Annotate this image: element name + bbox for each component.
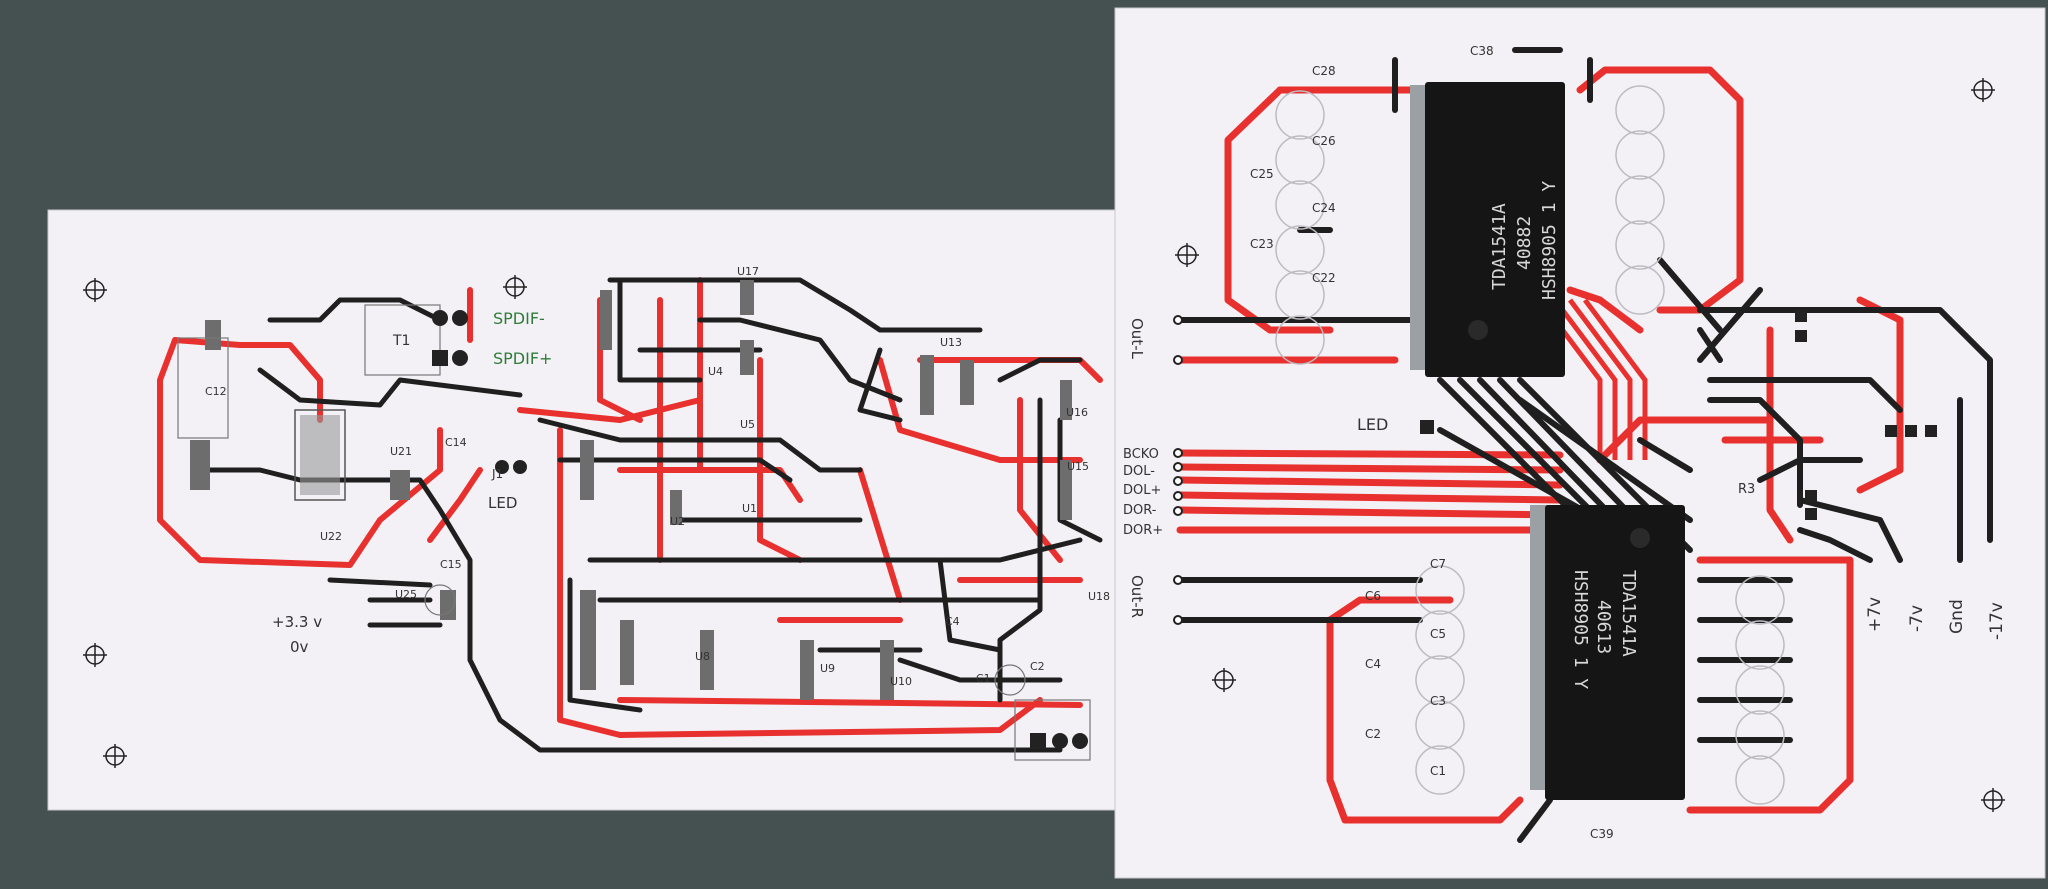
spdif-minus-label: SPDIF- <box>493 309 545 328</box>
c3-label: C3 <box>1430 694 1446 708</box>
gnd-label: Gnd <box>1947 599 1967 634</box>
red-bus-diagonal <box>1538 298 1648 460</box>
right-pcb-printout: TDA1541A 40882 HSH8905 1 Y TDA1541A 4061… <box>1114 7 2046 879</box>
chip-top-line2: 40882 <box>1514 216 1535 270</box>
chip-top-line1: TDA1541A <box>1489 203 1510 290</box>
spdif-connector-pads <box>432 310 1088 749</box>
dac-chip-top: TDA1541A 40882 HSH8905 1 Y <box>1410 82 1565 377</box>
c1-label: C1 <box>976 672 991 685</box>
u17-label: U17 <box>737 265 759 278</box>
chip-body <box>1425 82 1565 377</box>
u22-label: U22 <box>320 530 342 543</box>
c12-label: C12 <box>205 385 227 398</box>
chip-pin1-dot <box>1468 320 1488 340</box>
c38-label: C38 <box>1470 44 1494 58</box>
left-black-traces <box>197 277 1103 753</box>
c39-label: C39 <box>1590 827 1614 841</box>
out-r-label: Out-R <box>1128 575 1146 618</box>
c2-label: C2 <box>1365 727 1381 741</box>
c2-label: C2 <box>1030 660 1045 673</box>
c7-label: C7 <box>1430 557 1446 571</box>
u21-label: U21 <box>390 445 412 458</box>
c5-label: C5 <box>1430 627 1446 641</box>
chip-bottom-line2: 40613 <box>1593 600 1614 654</box>
dor-plus-label: DOR+ <box>1123 523 1163 538</box>
chip-bottom-line1: TDA1541A <box>1618 570 1639 657</box>
v33-label: +3.3 v <box>272 613 322 631</box>
out-l-label: Out-L <box>1128 318 1146 360</box>
u5-label: U5 <box>740 418 755 431</box>
t1-label: T1 <box>392 333 410 349</box>
mount-hole-icon <box>83 275 527 768</box>
u4-label: U4 <box>708 365 723 378</box>
power-connector-pads <box>1420 310 1937 520</box>
mount-hole-icon <box>1175 78 2005 812</box>
dol-plus-label: DOL+ <box>1123 483 1161 498</box>
left-pcb-printout: SPDIF- SPDIF+ T1 LED J1 +3.3 v 0v C12 C1… <box>47 209 1139 811</box>
u9-label: U9 <box>820 662 835 675</box>
capacitor-footprints <box>1275 85 1785 805</box>
c14-label: C14 <box>445 436 467 449</box>
j1-label: J1 <box>491 467 503 481</box>
u1-label: U1 <box>742 502 757 515</box>
v-minus17-label: -17v <box>1987 602 2007 640</box>
u15-label: U15 <box>1067 460 1089 473</box>
c23-label: C23 <box>1250 237 1274 251</box>
led-label: LED <box>488 494 517 512</box>
bcko-label: BCKO <box>1123 447 1159 462</box>
v-minus7-label: -7v <box>1907 605 1927 632</box>
v-plus7-label: +7v <box>1865 597 1885 632</box>
c25-label: C25 <box>1250 167 1274 181</box>
left-paper <box>47 209 1139 811</box>
c6-label: C6 <box>1365 589 1381 603</box>
c15-label: C15 <box>440 558 462 571</box>
r3-label: R3 <box>1738 482 1755 497</box>
spdif-plus-label: SPDIF+ <box>493 349 552 368</box>
c4-label: C4 <box>1365 657 1381 671</box>
c1-label: C1 <box>1430 764 1446 778</box>
left-footprints <box>177 304 1091 761</box>
left-smd-pads <box>190 280 1072 700</box>
chip-top-line3: HSH8905 1 Y <box>1539 181 1560 300</box>
dor-minus-label: DOR- <box>1123 503 1157 518</box>
u2-label: U2 <box>670 515 685 528</box>
u25-label: U25 <box>395 588 417 601</box>
dol-minus-label: DOL- <box>1123 464 1155 479</box>
u18-label: U18 <box>1088 590 1110 603</box>
chip-bottom-line3: HSH8905 1 Y <box>1570 570 1591 689</box>
chip-pin1-dot <box>1630 528 1650 548</box>
c28-label: C28 <box>1312 64 1336 78</box>
signal-input-pads <box>1173 315 1183 625</box>
v0-label: 0v <box>290 638 309 656</box>
dac-chip-bottom: TDA1541A 40613 HSH8905 1 Y <box>1530 505 1685 800</box>
u13-label: U13 <box>940 336 962 349</box>
c22-label: C22 <box>1312 271 1336 285</box>
u8-label: U8 <box>695 650 710 663</box>
c24-label: C24 <box>1312 201 1336 215</box>
u16-label: U16 <box>1066 406 1088 419</box>
chip-body <box>1545 505 1685 800</box>
led-label: LED <box>1357 415 1388 434</box>
u10-label: U10 <box>890 675 912 688</box>
c4-label: C4 <box>945 615 960 628</box>
c26-label: C26 <box>1312 134 1336 148</box>
